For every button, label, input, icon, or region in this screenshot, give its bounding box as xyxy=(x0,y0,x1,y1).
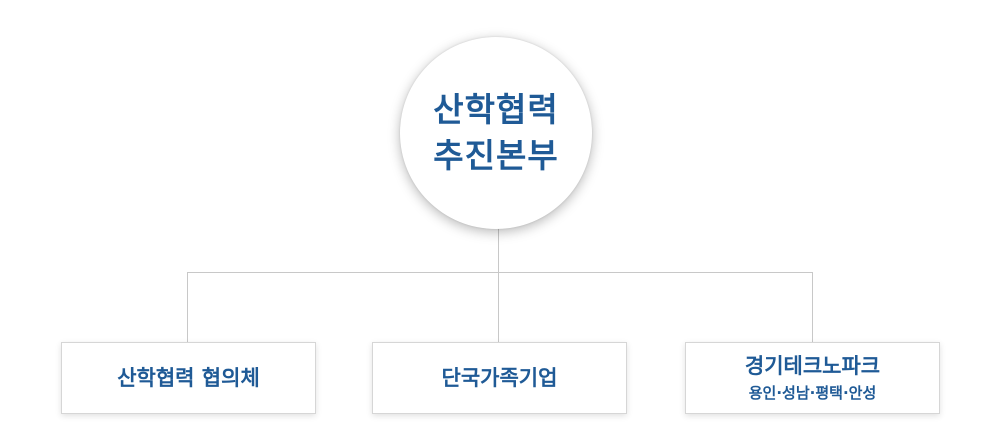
root-node-circle: 산학협력 추진본부 xyxy=(400,37,592,229)
root-node-label-line2: 추진본부 xyxy=(433,136,559,175)
child-node-council: 산학협력 협의체 xyxy=(61,342,316,414)
child-node-council-label: 산학협력 협의체 xyxy=(117,366,260,390)
child-node-family-company: 단국가족기업 xyxy=(372,342,627,414)
child-node-technopark: 경기테크노파크 용인·성남·평택·안성 xyxy=(685,342,940,414)
connector-vertical-center xyxy=(498,272,499,342)
connector-vertical-left xyxy=(187,272,188,342)
connector-horizontal xyxy=(187,272,813,273)
child-node-family-company-label: 단국가족기업 xyxy=(441,366,558,390)
root-node-label-line1: 산학협력 xyxy=(433,90,559,129)
child-node-technopark-label: 경기테크노파크 xyxy=(744,354,881,378)
child-node-technopark-sublabel: 용인·성남·평택·안성 xyxy=(748,384,877,402)
connector-vertical-right xyxy=(812,272,813,342)
connector-vertical-root xyxy=(498,229,499,273)
